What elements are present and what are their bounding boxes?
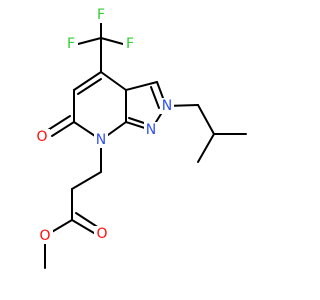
fluorine-atom-right: F <box>126 36 134 52</box>
molecule-structure: F F F N N N O O O <box>34 7 247 269</box>
bond-c4-c5-double <box>77 78 102 95</box>
bridge-nitrogen-atom: N <box>146 122 156 138</box>
fluorine-atom-left: F <box>67 36 75 52</box>
bond-c4-c5 <box>73 71 102 91</box>
ketone-oxygen-atom: O <box>36 129 47 145</box>
bond-c3a-c3 <box>125 81 158 91</box>
atom-labels: F F F N N N O O O <box>34 7 174 244</box>
bond-cf3-f-right <box>100 37 124 45</box>
bond-ketone-1 <box>51 121 75 137</box>
bond-ch2-ch2 <box>71 171 102 190</box>
molecule-diagram: F F F N N N O O O <box>34 7 247 269</box>
bond-ketone-2 <box>47 115 71 131</box>
bond-ch2-ch <box>197 104 215 135</box>
bond-cf3-f-left <box>77 37 102 45</box>
ring-nitrogen-atom: N <box>96 132 106 148</box>
ester-oxygen-atom: O <box>39 228 50 244</box>
fluorine-atom-top: F <box>97 7 105 23</box>
carbonyl-oxygen-atom: O <box>96 226 107 242</box>
bond-c3-n2-double <box>150 86 160 109</box>
bond-c-o-double-2 <box>75 212 100 229</box>
pyrazole-nitrogen-atom: N <box>162 98 172 114</box>
bond-ch-ch3-down <box>197 133 215 163</box>
bond-c3a-c4 <box>100 71 127 91</box>
bonds <box>44 21 247 269</box>
